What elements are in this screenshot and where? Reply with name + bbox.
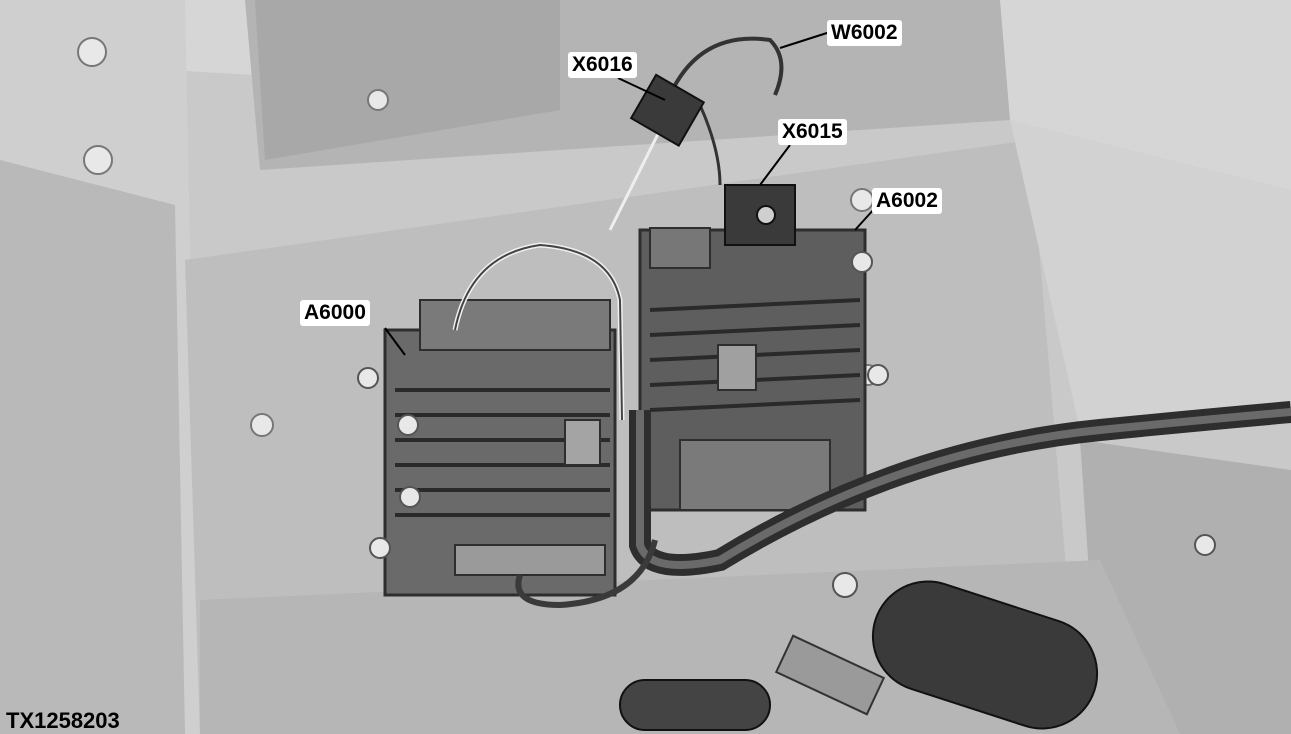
left-lower-panel bbox=[0, 160, 185, 734]
figure-id: TX1258203 bbox=[6, 708, 120, 733]
callout-leaders bbox=[384, 31, 876, 356]
main-harness bbox=[515, 401, 1291, 609]
recess-window bbox=[255, 0, 560, 160]
label-a6002: A6002 bbox=[872, 188, 942, 214]
module-a6000 bbox=[357, 242, 625, 597]
hydraulic-lines bbox=[619, 534, 1216, 731]
right-panel bbox=[1010, 120, 1291, 430]
label-w6002: W6002 bbox=[827, 20, 902, 46]
label-x6015: X6015 bbox=[778, 119, 847, 145]
module-a6002 bbox=[638, 184, 889, 512]
label-x6016: X6016 bbox=[568, 52, 637, 78]
label-a6000: A6000 bbox=[300, 300, 370, 326]
